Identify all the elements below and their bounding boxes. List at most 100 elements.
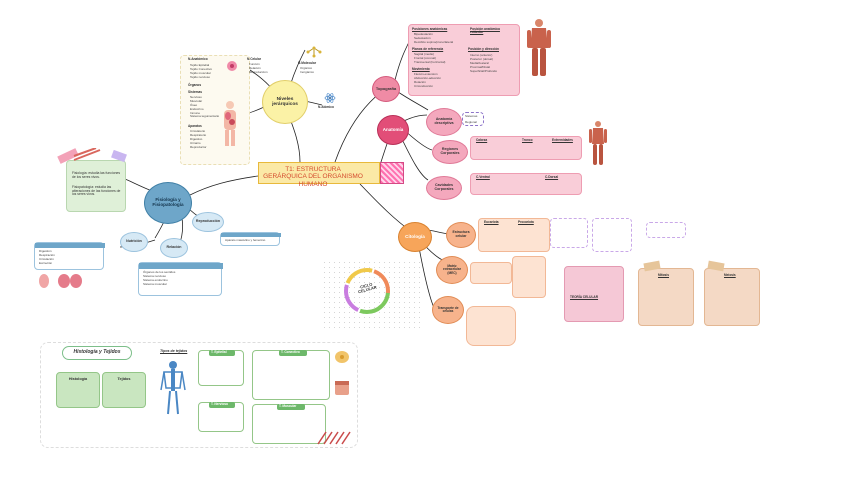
- muscle-fibers-illustration: [317, 431, 351, 445]
- posicion-direccion-item: Interno (anterior): [470, 53, 493, 57]
- sistemas-item: Nervioso: [190, 95, 202, 99]
- aparatos-item: Circulatorio: [190, 129, 206, 133]
- meiosis-card: [704, 268, 760, 326]
- relacion-item: Órganos de los sentidos: [143, 270, 176, 274]
- movimiento-item: Flexión-extensión: [414, 72, 438, 76]
- histologia-card-label: Histología: [68, 377, 88, 381]
- tronco-title: Tronco: [522, 138, 533, 142]
- n-celular-item: Reproducción: [249, 69, 268, 74]
- aparatos-list: Circulatorio Respiratorio Digestivo Urin…: [190, 129, 207, 149]
- meiosis-title: Meiosis: [724, 273, 736, 277]
- topografia-label: Topografía: [375, 85, 397, 91]
- anatomia-label: Anatomía: [382, 126, 404, 132]
- sistemas-item: Muscular: [190, 98, 203, 103]
- sistemas-item: Inmune: [190, 110, 201, 115]
- cell-organelle-notes-3: [646, 222, 686, 238]
- posicion-estandar-title: Posición anatómica estándar: [470, 27, 500, 35]
- aparatos-title: Aparatos: [188, 124, 202, 128]
- planos-title: Planos de referencia: [412, 47, 444, 51]
- matriz-extracelular-label: Matriz extracelular (MEC): [443, 263, 461, 275]
- aparatos-item: Digestivo: [190, 136, 203, 141]
- matriz-extracelular-node: Matriz extracelular (MEC): [436, 256, 468, 284]
- cavidades-panel: [470, 173, 582, 195]
- fisiologia-def-2: Fisiopatología: estudia las alteraciones…: [72, 185, 121, 197]
- skin-tissue-illustration: [335, 381, 349, 395]
- body-muscles-illustration: [589, 121, 607, 165]
- anatomia-descriptiva-list-box: Sistemas Regional: [462, 112, 484, 126]
- molecule-icon: [306, 46, 322, 58]
- sistemas-item: Endocrino: [190, 106, 204, 111]
- posiciones-item: Decúbito supino/prono/lateral: [414, 39, 454, 44]
- relacion-node: Relación: [160, 238, 188, 258]
- fisiologia-def-1: Fisiología: estudia las funciones de los…: [72, 171, 121, 179]
- bone-tissue-illustration: [335, 351, 349, 363]
- n-celular-title: N.Celular: [247, 57, 261, 61]
- anatomia-descriptiva-label: Anatomía descriptiva: [434, 117, 454, 125]
- transporte-celulas-label: Transporte de células: [437, 305, 459, 313]
- sistemas-list: Nervioso Muscular Óseo Endocrino Inmune …: [190, 95, 219, 119]
- cavidades-corporales-node: Cavidades Corporales: [426, 176, 462, 200]
- movimiento-title: Movimiento: [412, 67, 430, 71]
- ciclo-celular-wheel: [344, 268, 390, 314]
- niveles-panel: [180, 55, 250, 165]
- procariota-title: Procariota: [518, 220, 534, 224]
- extremidades-title: Extremidades: [552, 138, 573, 142]
- anatomia-descriptiva-item: Regional: [465, 119, 477, 124]
- relacion-item: Sistema muscular: [143, 281, 167, 286]
- t-epitelial-card: T. Epitelial: [198, 350, 244, 386]
- central-title: T1: ESTRUCTURA GERÁRQUICA DEL ORGANISMO …: [263, 166, 363, 188]
- reproduccion-node: Reproducción: [192, 212, 224, 232]
- histologia-card: Histología: [56, 372, 100, 408]
- n-atomico-title: N.Atómico: [318, 105, 334, 109]
- n-anatomico-title: N.Anatómico: [188, 57, 208, 61]
- fisiologia-node: Fisiología y Fisiopatología: [144, 182, 192, 224]
- matriz-panel: [470, 262, 512, 284]
- t-nervioso-card: T. Nervioso: [198, 402, 244, 432]
- nutricion-node: Nutrición: [120, 232, 148, 252]
- topografia-node: Topografía: [372, 76, 400, 102]
- t-epitelial-title: T. Epitelial: [211, 350, 227, 354]
- fisiologia-label: Fisiología y Fisiopatología: [152, 197, 184, 207]
- n-anatomico-item: Tejido Epitelial: [190, 63, 210, 67]
- citologia-label: Citología: [405, 233, 425, 239]
- cell-organelle-notes-2: [592, 218, 632, 252]
- teoria-celular-card: [564, 266, 624, 322]
- niveles-jerarquicos-node: Niveles jerárquicos: [262, 80, 308, 124]
- muscle-figure-illustration: [527, 19, 551, 76]
- regiones-corporales-node: Regiones Corporales: [432, 140, 468, 164]
- human-organs-illustration: [224, 101, 236, 146]
- nutricion-item: Circulación: [39, 256, 54, 261]
- movimiento-item: Rotación: [414, 79, 426, 84]
- histologia-title: Histología y Tejidos: [73, 349, 121, 355]
- n-anatomico-item: Tejido nervioso: [190, 74, 211, 79]
- citologia-node: Citología: [398, 222, 432, 252]
- nutricion-label: Nutrición: [126, 239, 142, 244]
- n-anatomico-item: Tejido muscular: [190, 70, 211, 75]
- aparatos-item: Urinario: [190, 140, 201, 145]
- posiciones-title: Posiciones anatómicas: [412, 27, 448, 31]
- aparatos-item: Reproductor: [190, 144, 207, 149]
- mitosis-title: Mitosis: [658, 273, 669, 277]
- tejidos-card: Tejidos: [102, 372, 146, 408]
- t-muscular-card: T. Muscular: [252, 404, 326, 444]
- estructura-celular-label: Estructura celular: [452, 230, 470, 238]
- central-hatch-decoration: [380, 162, 404, 184]
- sistemas-title: Sistemas: [188, 90, 202, 94]
- cavidades-corporales-label: Cavidades Corporales: [434, 183, 454, 191]
- planos-item: Frontal (coronal): [414, 55, 437, 60]
- cabeza-title: Cabeza: [476, 138, 488, 142]
- posicion-direccion-title: Posición y dirección: [468, 47, 499, 51]
- organos-title: Órganos: [188, 83, 202, 87]
- histologia-title-banner: Histología y Tejidos: [62, 346, 132, 360]
- central-title-box: T1: ESTRUCTURA GERÁRQUICA DEL ORGANISMO …: [258, 162, 380, 188]
- planos-item: Sagital (medio): [414, 52, 435, 56]
- lungs-stomach-illustration: [39, 274, 82, 288]
- n-celular-list: Función Relación Reproducción: [249, 62, 268, 75]
- aparatos-item: Respiratorio: [190, 132, 207, 137]
- nutricion-item: Digestión: [39, 249, 52, 253]
- mitosis-card: [638, 268, 694, 326]
- reproduccion-list-box: Aparato masculino y femenino: [220, 232, 281, 246]
- posicion-direccion-item: Superficial/Profundo: [470, 68, 498, 73]
- n-celular-item: Relación: [249, 65, 261, 70]
- fisiologia-definition-card: [66, 160, 126, 212]
